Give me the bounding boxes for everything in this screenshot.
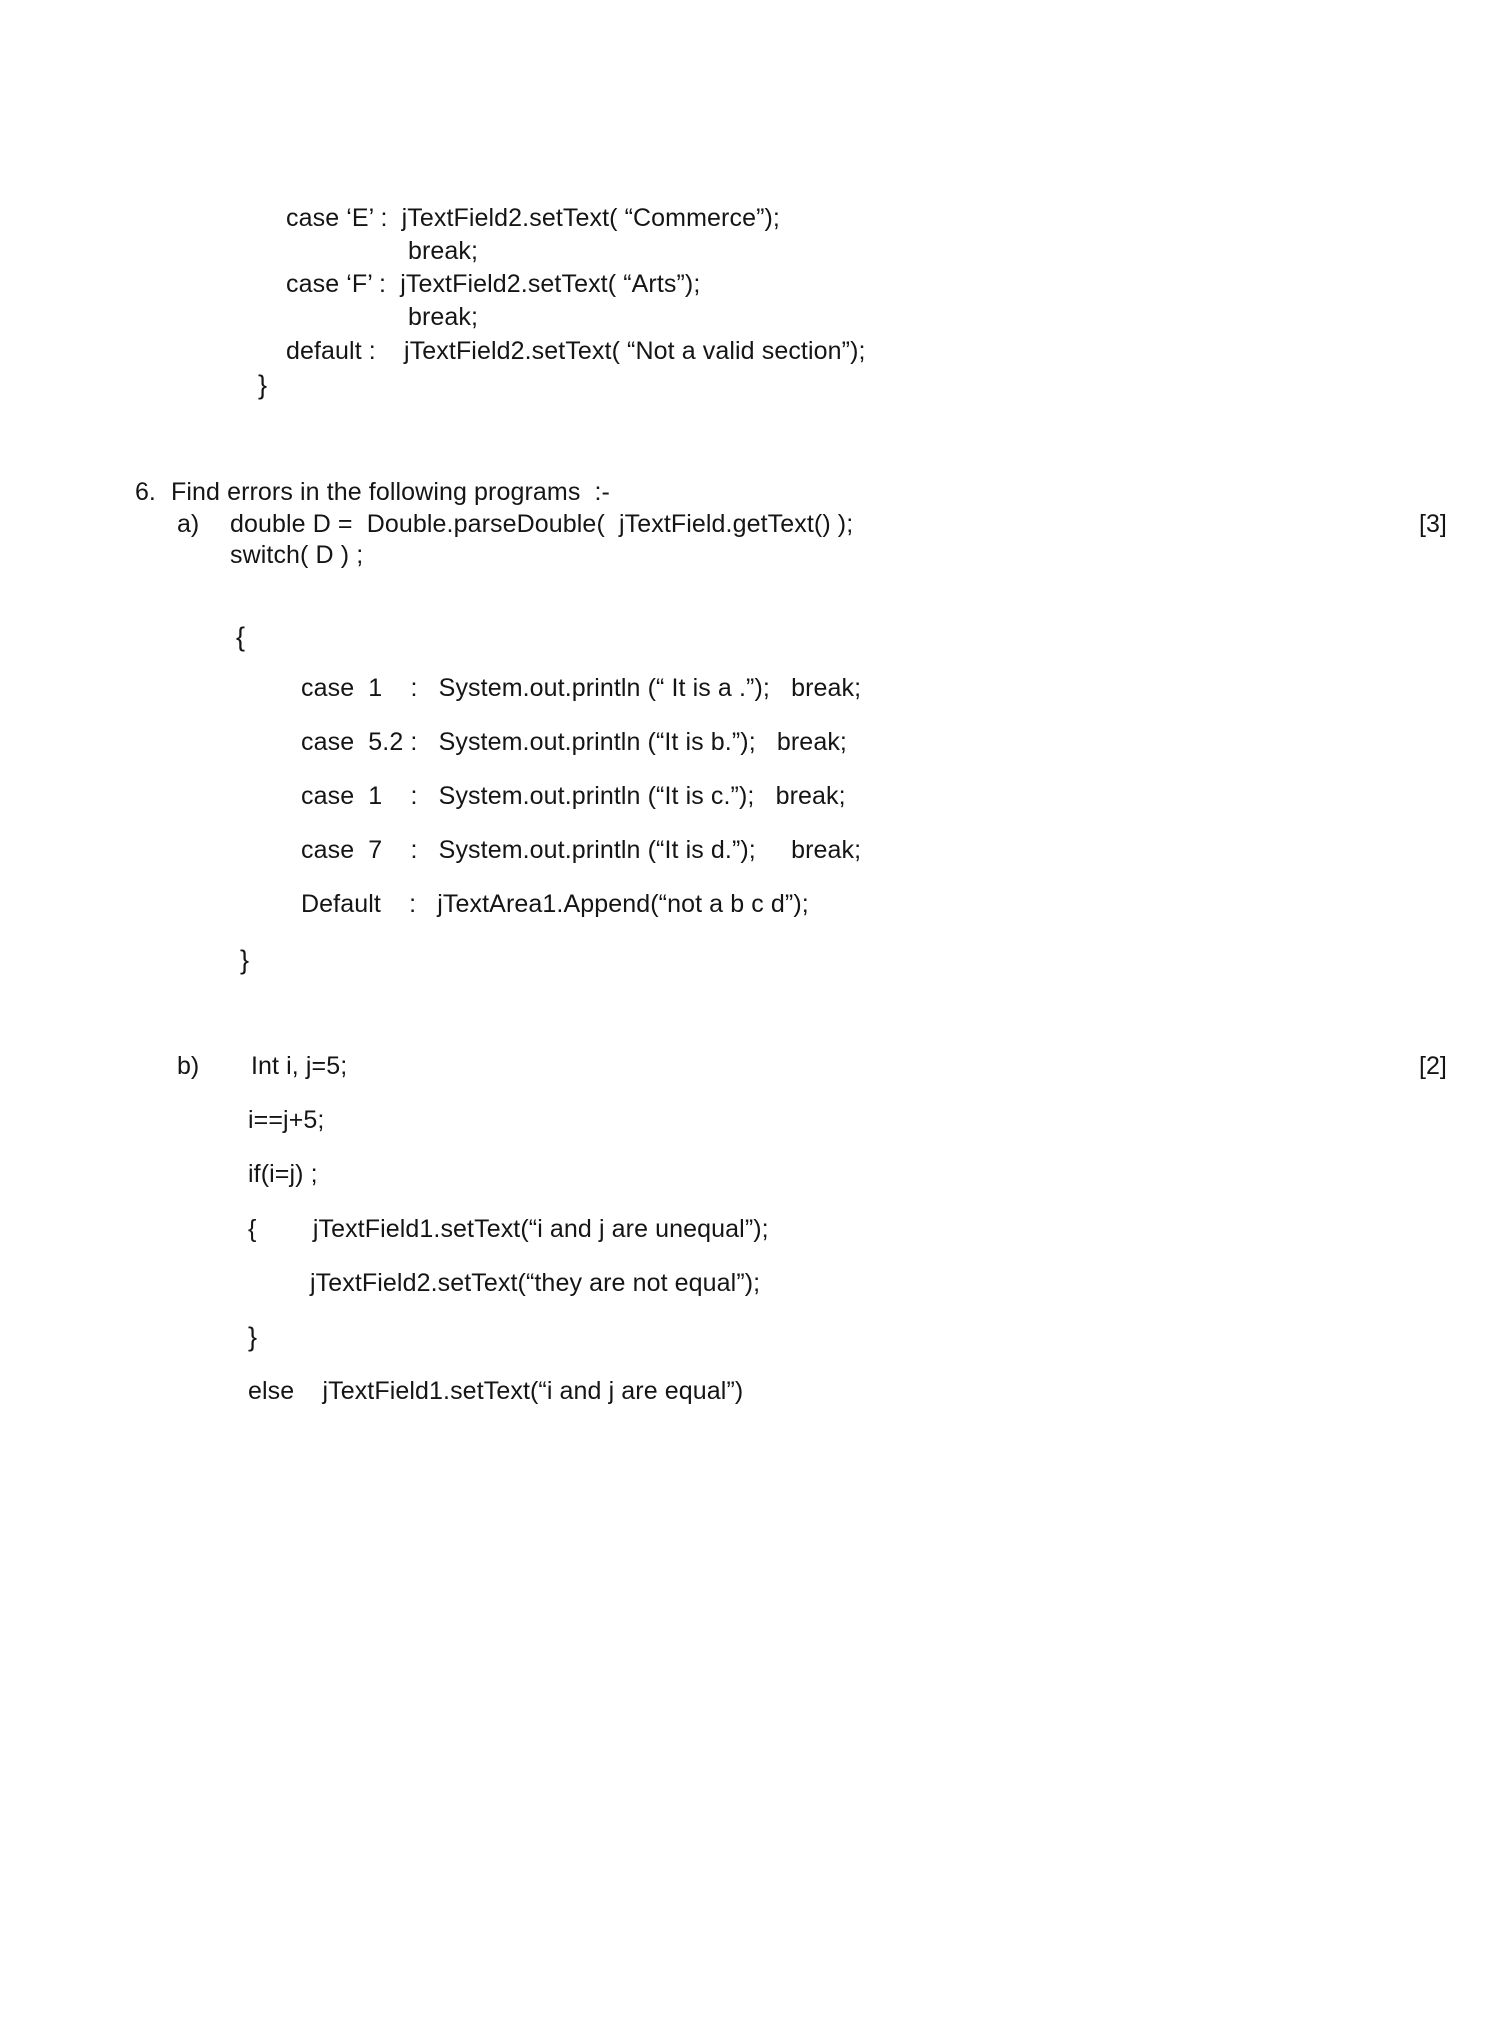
code-6a-case-1: case 1 : System.out.println (“ It is a .… bbox=[301, 674, 862, 702]
code-line-default: default : jTextField2.setText( “Not a va… bbox=[286, 337, 866, 365]
code-line-case-f: case ‘F’ : jTextField2.setText( “Arts”); bbox=[286, 270, 701, 298]
code-6b-line-1: Int i, j=5; bbox=[251, 1052, 348, 1080]
code-6b-line-else: else jTextField1.setText(“i and j are eq… bbox=[248, 1377, 744, 1405]
code-line-break-2: break; bbox=[408, 303, 479, 331]
question-6a-marks: [3] bbox=[1419, 510, 1447, 538]
code-6a-line-1: double D = Double.parseDouble( jTextFiel… bbox=[230, 510, 854, 538]
code-6a-case-7: case 7 : System.out.println (“It is d.”)… bbox=[301, 836, 862, 864]
code-line-break-1: break; bbox=[408, 237, 479, 265]
question-6a-label: a) bbox=[177, 510, 200, 538]
code-line-case-e: case ‘E’ : jTextField2.setText( “Commerc… bbox=[286, 204, 780, 232]
code-6b-line-4: { jTextField1.setText(“i and j are unequ… bbox=[248, 1215, 769, 1243]
code-6a-default: Default : jTextArea1.Append(“not a b c d… bbox=[301, 890, 809, 918]
question-6-prompt: Find errors in the following programs :- bbox=[171, 478, 610, 506]
code-6a-line-2: switch( D ) ; bbox=[230, 541, 364, 569]
code-6b-line-2: i==j+5; bbox=[248, 1106, 325, 1134]
code-6b-line-5: jTextField2.setText(“they are not equal”… bbox=[310, 1269, 761, 1297]
code-6b-close-brace: } bbox=[248, 1322, 258, 1352]
question-6b-label: b) bbox=[177, 1052, 200, 1080]
question-6b-marks: [2] bbox=[1419, 1052, 1447, 1080]
code-line-closing-brace-prev: } bbox=[258, 370, 268, 400]
code-6a-close-brace: } bbox=[240, 945, 250, 975]
question-6-number: 6. bbox=[135, 478, 156, 506]
code-6b-line-3: if(i=j) ; bbox=[248, 1160, 318, 1188]
code-6a-case-5-2: case 5.2 : System.out.println (“It is b.… bbox=[301, 728, 847, 756]
code-6a-case-1-dup: case 1 : System.out.println (“It is c.”)… bbox=[301, 782, 846, 810]
code-6a-open-brace: { bbox=[236, 622, 246, 652]
